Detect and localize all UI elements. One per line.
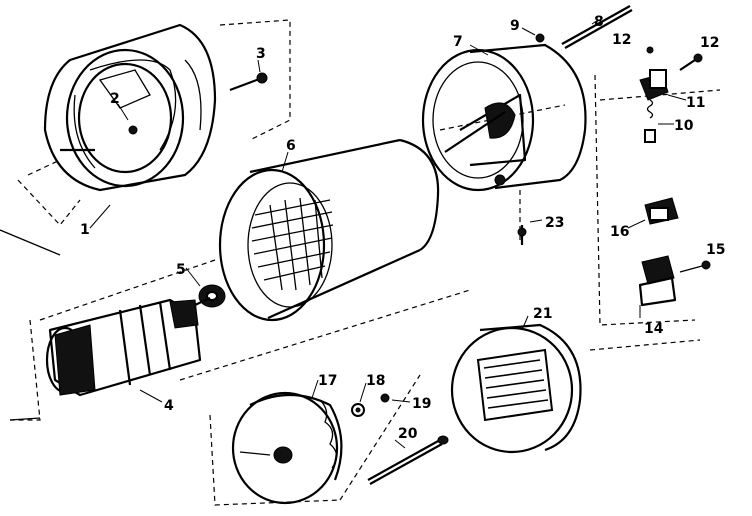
callout-10: 10 (674, 118, 694, 134)
callout-12-left: 12 (612, 32, 631, 48)
switch-bracket-part-11 (639, 69, 669, 101)
drum-cylinder (218, 138, 440, 322)
callout-21: 21 (533, 306, 552, 322)
callout-16: 16 (610, 224, 629, 240)
callout-5: 5 (176, 262, 186, 278)
screw-part-15 (679, 260, 711, 273)
callout-12-right: 12 (700, 35, 719, 51)
callout-19: 19 (412, 396, 431, 412)
long-rod-part-8 (561, 5, 633, 49)
thermostat-part-16 (644, 197, 679, 225)
drum-mesh (251, 197, 334, 291)
callout-9: 9 (510, 18, 520, 34)
callout-23: 23 (545, 215, 564, 231)
callout-2: 2 (110, 91, 120, 107)
callout-4: 4 (164, 398, 174, 414)
callout-20: 20 (398, 426, 418, 442)
screw-part-9 (535, 33, 545, 43)
rear-motor-cover-part-17 (231, 391, 343, 505)
spring-part-10 (644, 99, 656, 143)
nut-part-19 (380, 393, 390, 403)
rear-cover-part-21 (450, 323, 582, 454)
mounting-bracket-part-14 (638, 255, 677, 307)
callout-17: 17 (318, 373, 337, 389)
callout-14: 14 (644, 321, 664, 337)
screw-part-12-left (646, 46, 654, 54)
screw-part-23 (517, 225, 527, 245)
screw-part-12-upper (679, 53, 703, 71)
bearing-part-5 (198, 284, 226, 308)
callout-7: 7 (453, 34, 463, 50)
long-bolt-part-20 (367, 435, 449, 485)
front-bulkhead-housing (43, 23, 217, 192)
washer-part-18 (351, 403, 365, 417)
rating-label-plate (476, 348, 554, 422)
callout-3: 3 (256, 46, 266, 62)
callout-8: 8 (594, 14, 604, 30)
screw-part-3 (229, 72, 268, 92)
callout-6: 6 (286, 138, 296, 154)
callout-11: 11 (686, 95, 705, 111)
callout-15: 15 (706, 242, 725, 258)
callout-1: 1 (80, 222, 90, 238)
callout-labels: 1 2 3 4 5 6 7 8 9 10 11 12 12 14 15 16 1… (80, 14, 725, 442)
callout-18: 18 (366, 373, 385, 389)
motor-part-4 (45, 297, 211, 397)
rear-drum-housing (421, 43, 587, 192)
assembly-boundary-lines (0, 19, 721, 506)
